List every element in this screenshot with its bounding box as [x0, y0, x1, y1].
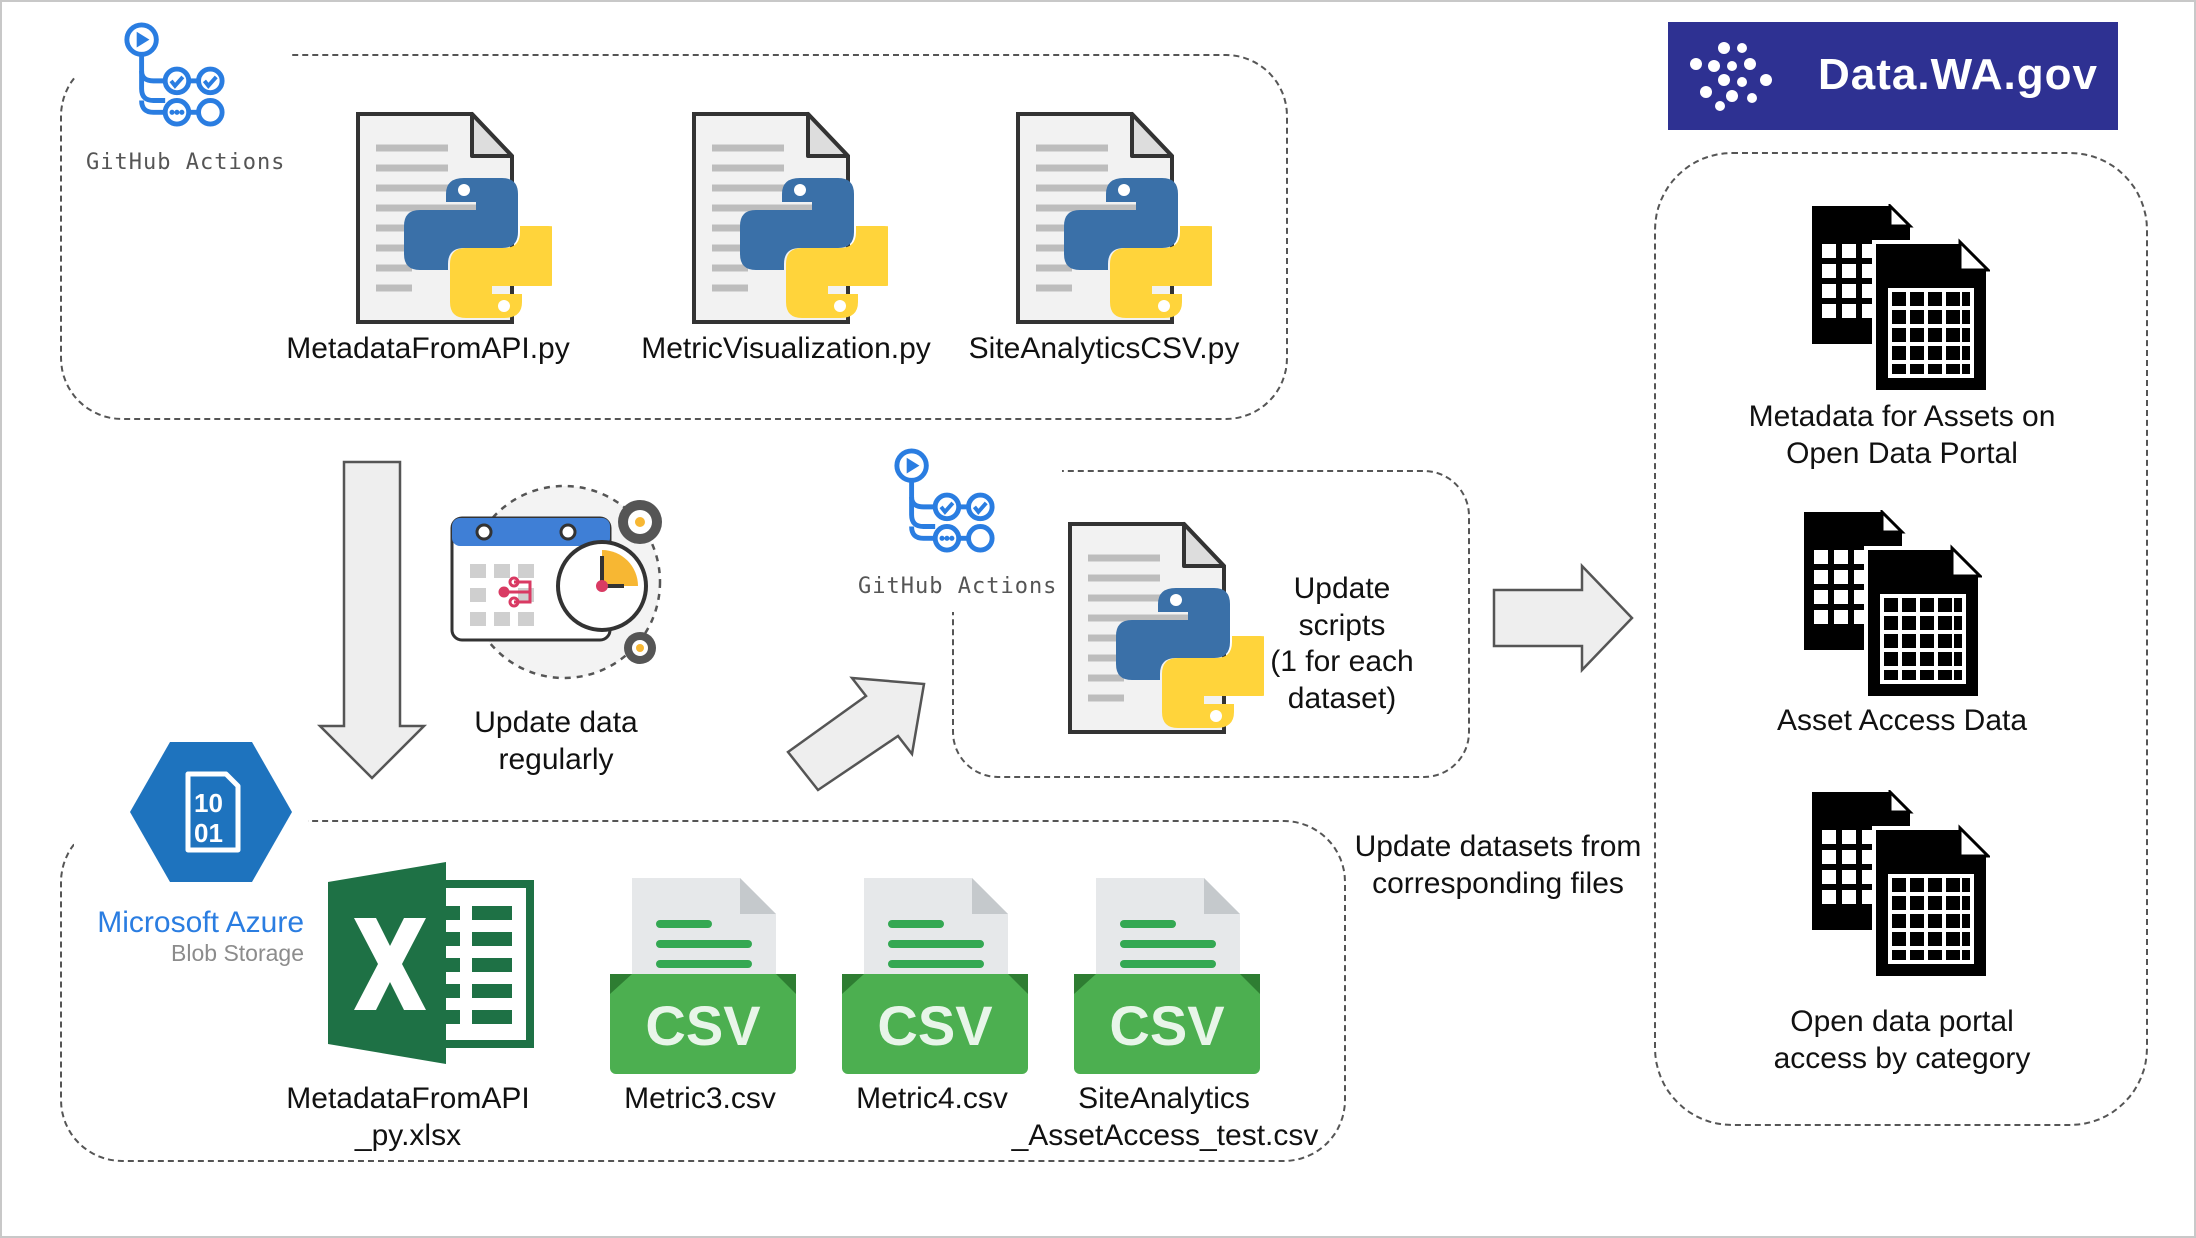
azure-icon-text-bottom: 01 [194, 818, 223, 848]
update-scripts-container [952, 470, 1470, 778]
csv-file-site-analytics: CSV [1072, 876, 1262, 1076]
azure-sub-label: Blob Storage [171, 940, 304, 966]
output-category-line1: Open data portal [1790, 1005, 2014, 1038]
spreadsheet-stack-icon [1810, 790, 1990, 980]
schedule-label-line2: regularly [498, 743, 614, 776]
data-wa-gov-logo-text: Data.WA.gov [1818, 50, 2098, 99]
csv-label-site-analytics-line1: SiteAnalytics [1078, 1082, 1250, 1115]
data-wa-gov-dots-icon [1690, 42, 1772, 111]
spreadsheet-stack-icon [1810, 204, 1990, 394]
output-category-line2: access by category [1773, 1042, 2031, 1075]
github-actions-label: GitHub Actions [86, 150, 286, 175]
output-asset-access: Asset Access Data [1776, 704, 2028, 737]
right-arrow-icon [1492, 562, 1634, 674]
csv-badge-text: CSV [1109, 994, 1225, 1057]
csv-label-metric3: Metric3.csv [624, 1082, 776, 1115]
github-actions-icon [890, 446, 998, 554]
data-wa-gov-logo: Data.WA.gov [1668, 22, 2118, 130]
update-datasets-line1: Update datasets from [1354, 830, 1642, 863]
csv-label-metric4: Metric4.csv [856, 1082, 1008, 1115]
xlsx-label-line2: _py.xlsx [354, 1119, 462, 1152]
python-script-icon [688, 108, 888, 328]
update-scripts-line3: (1 for each [1270, 645, 1414, 678]
diagonal-arrow-icon [786, 676, 926, 792]
csv-file-metric4: CSV [840, 876, 1030, 1076]
update-scripts-line4: dataset) [1287, 682, 1397, 715]
script-label-metric-visualization: MetricVisualization.py [641, 332, 931, 365]
github-actions-icon [120, 20, 228, 128]
down-arrow-icon [316, 460, 428, 780]
update-scripts-line2: scripts [1298, 609, 1386, 642]
update-scripts-line1: Update [1293, 572, 1391, 605]
azure-blob-storage-icon: 10 01 [130, 742, 292, 882]
python-script-icon [352, 108, 552, 328]
github-actions-badge-bg [76, 16, 290, 176]
calendar-clock-icon [450, 484, 662, 680]
azure-brand-label: Microsoft Azure [97, 906, 304, 939]
csv-label-site-analytics-line2: _AssetAccess_test.csv [1011, 1119, 1319, 1152]
github-actions-badge-bg [850, 442, 1062, 612]
schedule-label-line1: Update data [474, 706, 638, 739]
excel-file-icon [328, 862, 534, 1064]
csv-badge-text: CSV [877, 994, 993, 1057]
csv-badge-text: CSV [645, 994, 761, 1057]
output-metadata-line2: Open Data Portal [1786, 437, 2018, 470]
python-script-icon [1064, 518, 1264, 738]
xlsx-label-line1: MetadataFromAPI [286, 1082, 530, 1115]
update-datasets-line2: corresponding files [1372, 867, 1624, 900]
spreadsheet-stack-icon [1802, 510, 1982, 700]
csv-file-metric3: CSV [608, 876, 798, 1076]
azure-icon-text-top: 10 [194, 788, 223, 818]
script-label-metadata-from-api: MetadataFromAPI.py [286, 332, 570, 365]
github-actions-label: GitHub Actions [858, 574, 1058, 599]
github-actions-container [60, 54, 1288, 420]
output-metadata-line1: Metadata for Assets on [1748, 400, 2056, 433]
open-data-portal-container [1654, 152, 2148, 1126]
script-label-site-analytics-csv: SiteAnalyticsCSV.py [968, 332, 1240, 365]
azure-blob-container [60, 820, 1346, 1162]
python-script-icon [1012, 108, 1212, 328]
